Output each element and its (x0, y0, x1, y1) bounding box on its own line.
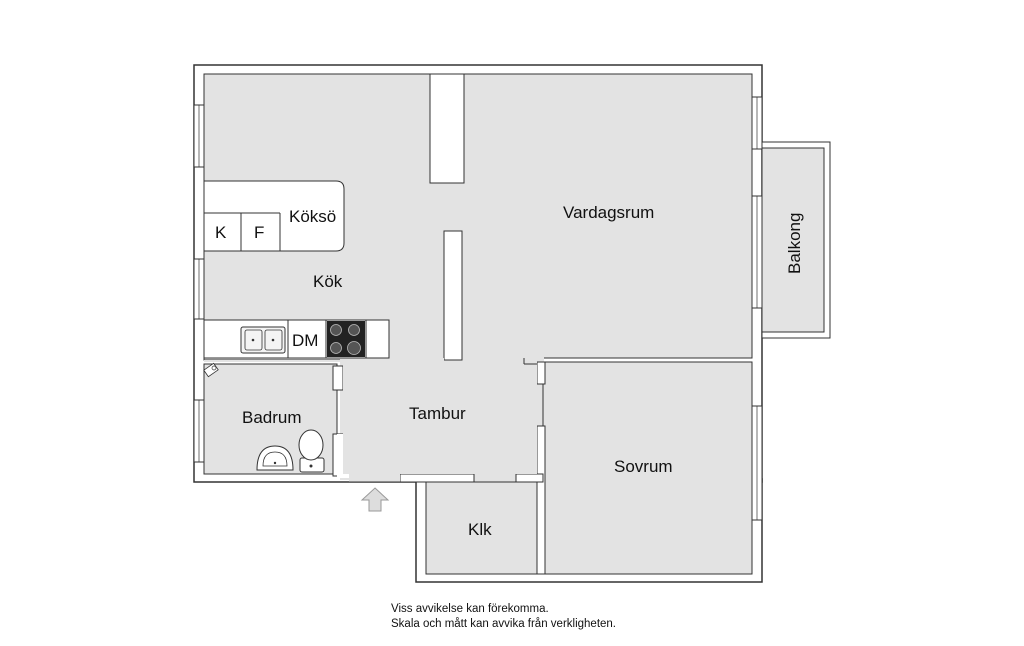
balcony (761, 141, 831, 339)
washbasin-icon (256, 445, 294, 471)
entrance-floor (349, 474, 400, 482)
closet-wall-left (399, 473, 475, 483)
toilet-icon (298, 429, 325, 473)
wall-stub-center (443, 230, 463, 361)
entrance-arrow-icon (360, 487, 390, 512)
hall-floor-cover (343, 362, 537, 474)
kitchen-island (203, 180, 345, 252)
bedroom-wall-stub (536, 361, 546, 385)
label-freezer: F (254, 223, 264, 242)
stove-icon (327, 321, 365, 357)
window-icon (751, 405, 763, 521)
window-icon (193, 399, 205, 463)
closet-floor (425, 481, 538, 575)
wall-stub-top (429, 73, 465, 184)
label-kok: Kök (313, 272, 343, 291)
window-icon (193, 258, 205, 320)
closet-wall-right (515, 473, 544, 483)
sink-icon (240, 326, 286, 354)
bedroom-floor (542, 361, 753, 575)
disclaimer: Viss avvikelse kan förekomma. Skala och … (391, 602, 616, 632)
label-vardagsrum: Vardagsrum (563, 203, 654, 222)
label-dishwasher: DM (292, 331, 318, 350)
label-koksö: Köksö (289, 207, 336, 226)
disclaimer-line-1: Viss avvikelse kan förekomma. (391, 603, 549, 615)
bedroom-wall-left (536, 425, 546, 575)
label-balkong: Balkong (785, 213, 804, 274)
balcony-door-icon (751, 195, 763, 309)
label-badrum: Badrum (242, 408, 302, 427)
label-klk: Klk (468, 520, 492, 539)
label-fridge: K (215, 223, 227, 242)
hall-floor-cover (464, 356, 537, 364)
label-tambur: Tambur (409, 404, 466, 423)
window-icon (193, 104, 205, 168)
label-sovrum: Sovrum (614, 457, 673, 476)
bathroom-wall-gap (332, 365, 344, 391)
kitchen-hall-open (390, 358, 444, 364)
window-icon (751, 96, 763, 150)
water-heater-icon (203, 362, 219, 378)
disclaimer-line-2: Skala och mått kan avvika från verklighe… (391, 618, 617, 630)
